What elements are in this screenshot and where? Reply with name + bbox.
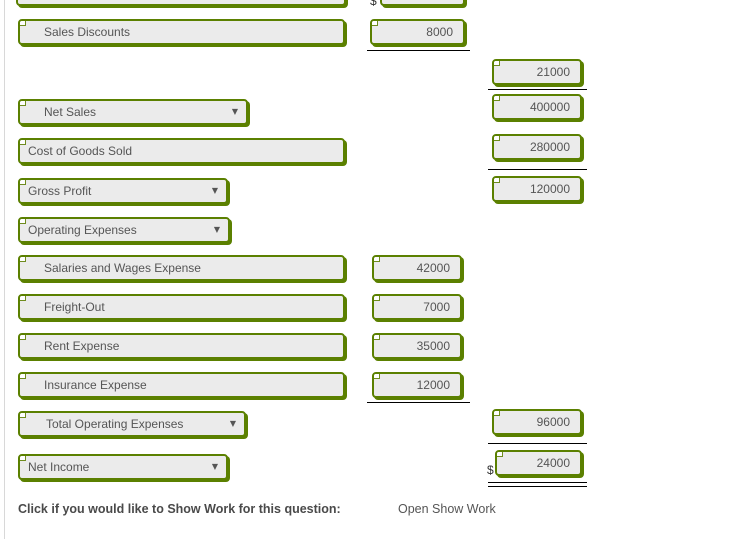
field-value-freight-out[interactable]: ✓ 7000 — [372, 294, 462, 320]
label-sales-discounts: Sales Discounts — [44, 25, 131, 39]
field-value-cost-of-goods-sold[interactable]: ✓ 400000 — [492, 94, 582, 120]
chevron-down-icon[interactable]: ▼ — [231, 107, 238, 116]
value-salaries-and-wages-expense: 42000 — [416, 261, 450, 275]
label-cost-of-goods-sold: Cost of Goods Sold — [28, 144, 133, 158]
subtotal-rule-sales — [488, 89, 587, 90]
label-gross-profit: Gross Profit — [28, 184, 92, 198]
field-value-net-sales[interactable]: ✓ 21000 — [492, 59, 582, 85]
correct-check-icon: ✓ — [20, 101, 26, 106]
field-value-salaries-and-wages-expense[interactable]: ✓ 42000 — [372, 255, 462, 281]
select-label-net-sales[interactable]: ✓ Net Sales ▼ — [18, 99, 248, 125]
show-work-prompt: Click if you would like to Show Work for… — [18, 502, 341, 516]
select-label-net-income[interactable]: ✓ Net Income ▼ — [18, 454, 228, 480]
field-label-rent-expense[interactable]: ✓ Rent Expense — [18, 333, 345, 359]
label-salaries-and-wages-expense: Salaries and Wages Expense — [44, 261, 201, 275]
correct-check-icon: ✓ — [20, 335, 26, 340]
subtotal-rule-net-sales — [367, 50, 470, 51]
field-value-operating-expenses[interactable]: ✓ 120000 — [492, 176, 582, 202]
field-value-rent-expense[interactable]: ✓ 35000 — [372, 333, 462, 359]
page-left-border — [4, 0, 5, 539]
value-total-operating-expenses: 96000 — [536, 415, 570, 429]
subtotal-rule-gross-profit — [488, 169, 587, 170]
correct-check-icon: ✓ — [20, 21, 26, 26]
value-insurance-expense: 12000 — [416, 378, 450, 392]
select-label-gross-profit[interactable]: ✓ Gross Profit ▼ — [18, 178, 228, 204]
field-value-total-operating-expenses[interactable]: ✓ 96000 — [492, 409, 582, 435]
label-total-operating-expenses: Total Operating Expenses — [46, 417, 184, 431]
field-label-salaries-and-wages-expense[interactable]: ✓ Salaries and Wages Expense — [18, 255, 345, 281]
correct-check-icon: ✓ — [494, 136, 500, 141]
label-rent-expense: Rent Expense — [44, 339, 120, 353]
correct-check-icon: ✓ — [20, 374, 26, 379]
field-label-freight-out[interactable]: ✓ Freight-Out — [18, 294, 345, 320]
chevron-down-icon[interactable]: ▼ — [211, 462, 218, 471]
field-label-cost-of-goods-sold[interactable]: ✓ Cost of Goods Sold — [18, 138, 345, 164]
correct-check-icon: ✓ — [374, 374, 380, 379]
value-gross-profit: 280000 — [529, 140, 570, 154]
dollar-sign-net-income: $ — [487, 463, 494, 477]
correct-check-icon: ✓ — [20, 180, 26, 185]
field-label-sales-discounts[interactable]: ✓ Sales Discounts — [18, 19, 345, 45]
select-label-operating-expenses[interactable]: ✓ Operating Expenses ▼ — [18, 217, 230, 243]
value-freight-out: 7000 — [423, 300, 450, 314]
label-operating-expenses: Operating Expenses — [28, 223, 137, 237]
chevron-down-icon[interactable]: ▼ — [213, 225, 220, 234]
value-net-income: 24000 — [536, 456, 570, 470]
value-sales-discounts: 8000 — [426, 25, 453, 39]
correct-check-icon: ✓ — [374, 296, 380, 301]
correct-check-icon: ✓ — [20, 140, 26, 145]
correct-check-icon: ✓ — [20, 456, 26, 461]
correct-check-icon: ✓ — [372, 21, 378, 26]
label-net-income: Net Income — [28, 460, 90, 474]
correct-check-icon: ✓ — [374, 257, 380, 262]
subtotal-rule-operating-expenses — [367, 402, 470, 403]
value-net-sales: 21000 — [536, 65, 570, 79]
grand-total-double-rule — [488, 482, 587, 487]
value-cost-of-goods-sold: 400000 — [529, 100, 570, 114]
dollar-sign-top: $ — [370, 0, 377, 8]
correct-check-icon: ✓ — [494, 178, 500, 183]
correct-check-icon: ✓ — [494, 96, 500, 101]
field-clipped-top-value[interactable] — [380, 0, 465, 6]
correct-check-icon: ✓ — [494, 61, 500, 66]
field-value-sales-discounts[interactable]: ✓ 8000 — [370, 19, 465, 45]
correct-check-icon: ✓ — [497, 452, 503, 457]
label-insurance-expense: Insurance Expense — [44, 378, 147, 392]
chevron-down-icon[interactable]: ▼ — [211, 186, 218, 195]
field-clipped-top-label[interactable] — [16, 0, 346, 6]
correct-check-icon: ✓ — [20, 219, 26, 224]
label-freight-out: Freight-Out — [44, 300, 105, 314]
field-label-insurance-expense[interactable]: ✓ Insurance Expense — [18, 372, 345, 398]
correct-check-icon: ✓ — [20, 296, 26, 301]
subtotal-rule-net-income — [488, 443, 587, 444]
field-value-insurance-expense[interactable]: ✓ 12000 — [372, 372, 462, 398]
correct-check-icon: ✓ — [374, 335, 380, 340]
field-value-gross-profit[interactable]: ✓ 280000 — [492, 134, 582, 160]
select-label-total-operating-expenses[interactable]: ✓ Total Operating Expenses ▼ — [18, 411, 246, 437]
chevron-down-icon[interactable]: ▼ — [229, 419, 236, 428]
open-show-work-link[interactable]: Open Show Work — [398, 502, 496, 516]
value-rent-expense: 35000 — [416, 339, 450, 353]
correct-check-icon: ✓ — [20, 257, 26, 262]
value-operating-expenses: 120000 — [529, 182, 570, 196]
label-net-sales: Net Sales — [44, 105, 97, 119]
correct-check-icon: ✓ — [20, 413, 26, 418]
correct-check-icon: ✓ — [494, 411, 500, 416]
field-value-net-income[interactable]: ✓ 24000 — [495, 450, 582, 476]
